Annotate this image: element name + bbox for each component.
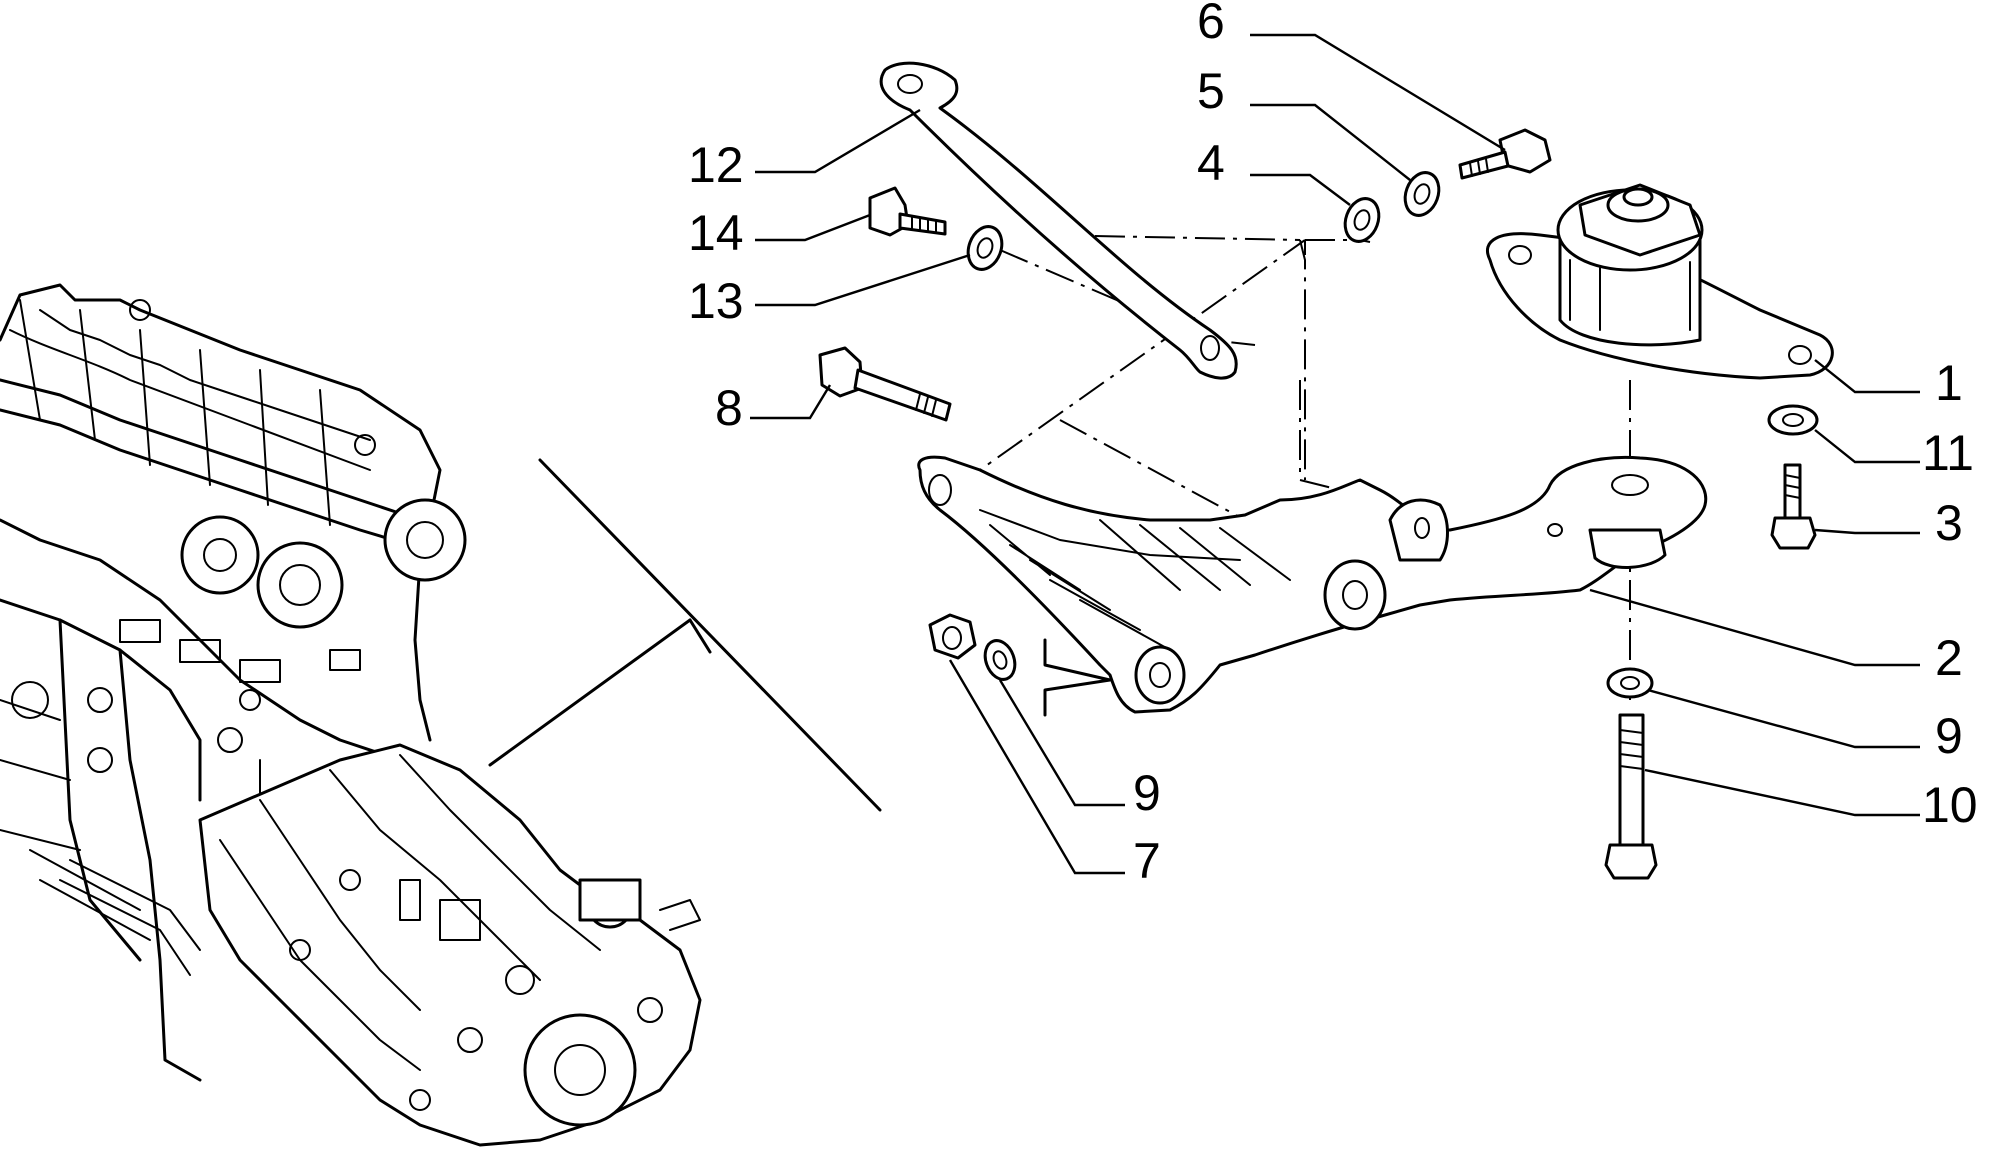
callout-6: 6 [1197,0,1225,49]
callout-10: 10 [1922,777,1978,833]
bolt-14 [868,186,947,237]
bolt-3 [1770,463,1817,550]
washer-5 [1403,171,1441,217]
callout-11: 11 [1922,425,1974,481]
long-bolt-10 [1604,713,1658,880]
assembly-bracket-symbol [1043,638,1112,717]
washer-9b [1606,667,1654,699]
nut-7 [928,613,977,660]
washer-9a [983,639,1017,681]
callout-3: 3 [1935,495,1963,551]
callout-2: 2 [1935,630,1963,686]
bolt-8 [818,346,952,422]
callout-5: 5 [1197,63,1225,119]
leader-lines [750,33,1920,875]
callout-14: 14 [688,205,744,261]
callout-labels: 12 14 13 8 6 5 4 1 11 3 2 9 10 9 7 [688,0,1978,889]
callout-8: 8 [715,380,743,436]
callout-9-left: 9 [1133,765,1161,821]
callout-13: 13 [688,273,744,329]
callout-1: 1 [1935,355,1963,411]
bolt-6 [1458,128,1552,180]
section-divider [488,458,882,812]
callout-7: 7 [1133,833,1161,889]
engine-gearbox-illustration [0,283,702,1147]
callout-4: 4 [1197,135,1225,191]
engine-mount-1 [1486,183,1834,380]
callout-9-right: 9 [1935,708,1963,764]
washer-13 [966,225,1004,271]
tie-rod-12 [879,61,1238,380]
washer-11 [1767,404,1819,436]
support-bracket-2 [917,455,1708,714]
callout-12: 12 [688,137,744,193]
washer-4 [1343,197,1381,243]
